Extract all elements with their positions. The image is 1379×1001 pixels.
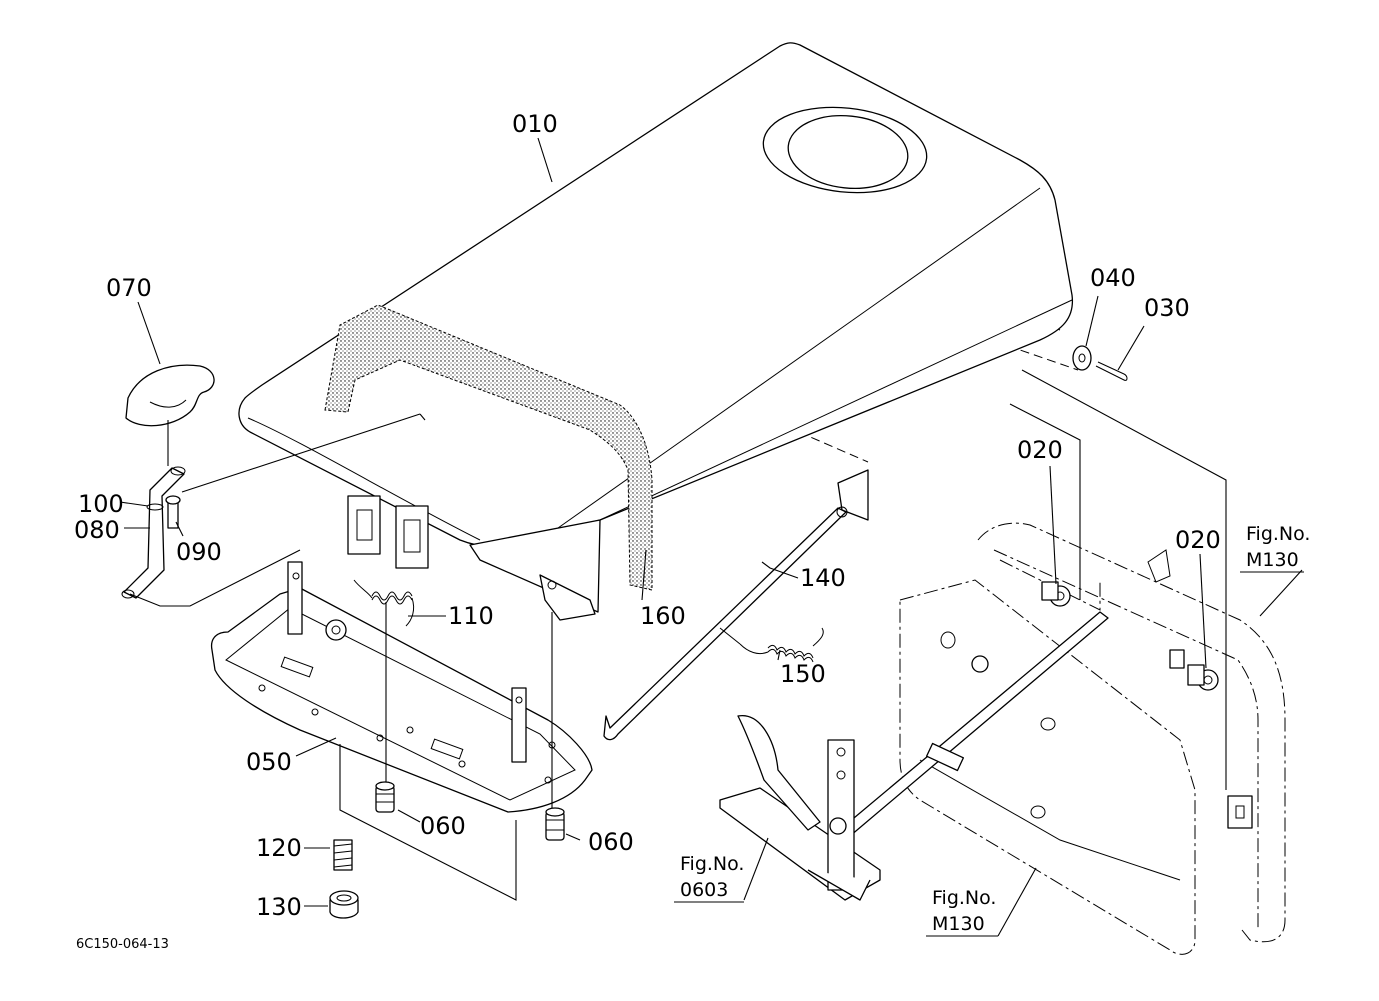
callout-090: 090 bbox=[176, 538, 222, 566]
washer-part-040 bbox=[1072, 345, 1092, 371]
svg-text:M130: M130 bbox=[1246, 549, 1299, 571]
callout-010: 010 bbox=[512, 110, 558, 138]
callout-160: 160 bbox=[640, 602, 686, 630]
leader-lines bbox=[119, 137, 1303, 937]
callout-120: 120 bbox=[256, 834, 302, 862]
callout-050: 050 bbox=[246, 748, 292, 776]
figure-ref-0603: Fig.No. 0603 bbox=[674, 853, 744, 903]
svg-text:Fig.No.: Fig.No. bbox=[932, 887, 996, 909]
hood-cover-part-010 bbox=[238, 42, 1074, 621]
bumper-part-060-right bbox=[545, 807, 565, 841]
document-id: 6C150-064-13 bbox=[76, 937, 169, 952]
callout-130: 130 bbox=[256, 893, 302, 921]
callout-020-right: 020 bbox=[1175, 526, 1221, 554]
callout-140: 140 bbox=[800, 564, 846, 592]
bumper-part-060-left bbox=[375, 781, 395, 813]
cap-part-130 bbox=[329, 890, 359, 919]
callout-150: 150 bbox=[780, 660, 826, 688]
figure-ref-m130-right: Fig.No. M130 bbox=[1240, 523, 1310, 573]
svg-text:Fig.No.: Fig.No. bbox=[680, 853, 744, 875]
svg-text:Fig.No.: Fig.No. bbox=[1246, 523, 1310, 545]
svg-text:M130: M130 bbox=[932, 913, 985, 935]
callout-110: 110 bbox=[448, 602, 494, 630]
callout-040: 040 bbox=[1090, 264, 1136, 292]
spring-part-150 bbox=[719, 627, 824, 663]
svg-text:0603: 0603 bbox=[680, 879, 728, 901]
spring-part-110 bbox=[353, 579, 415, 627]
seat-base-plate-part-050 bbox=[210, 561, 593, 813]
callout-070: 070 bbox=[106, 274, 152, 302]
callout-080: 080 bbox=[74, 516, 120, 544]
callout-100: 100 bbox=[78, 490, 124, 518]
clip-part-100 bbox=[146, 503, 164, 511]
figure-ref-m130-bottom: Fig.No. M130 bbox=[926, 887, 998, 937]
foam-pad-part-160 bbox=[324, 304, 653, 591]
callout-030: 030 bbox=[1144, 294, 1190, 322]
callout-020-left: 020 bbox=[1017, 436, 1063, 464]
lever-rod-part-080 bbox=[121, 466, 186, 599]
lever-knob-part-070 bbox=[125, 364, 215, 427]
spring-part-120 bbox=[333, 839, 353, 871]
callout-060-right: 060 bbox=[588, 828, 634, 856]
pedal-bracket-assembly bbox=[719, 715, 881, 901]
rear-frame-assembly bbox=[841, 522, 1286, 955]
link-rod-part-140 bbox=[603, 506, 848, 741]
callout-060-left: 060 bbox=[420, 812, 466, 840]
callout-labels: 010 070 100 080 090 110 160 140 150 050 … bbox=[74, 110, 1221, 921]
pin-part-030 bbox=[1095, 361, 1128, 381]
bolt-part-090 bbox=[165, 495, 181, 529]
